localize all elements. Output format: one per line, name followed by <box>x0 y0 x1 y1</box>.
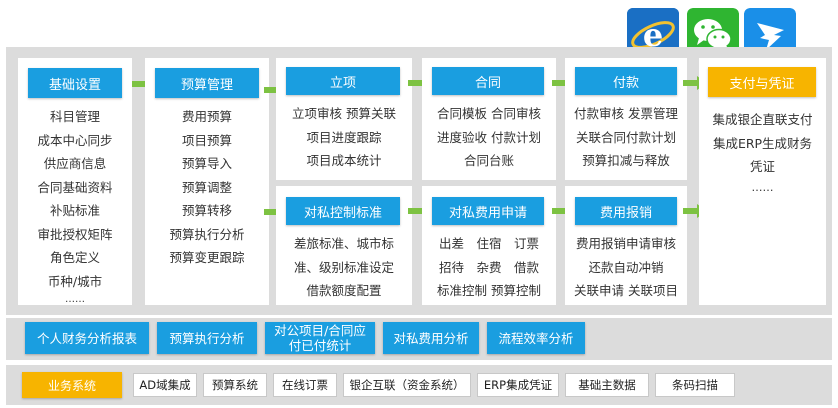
list-item: 补贴标准 <box>49 203 100 218</box>
report-public-project-payable-label: 对公项目/合同应 付已付统计 <box>274 323 366 353</box>
list-item: 合同基础资料 <box>37 179 113 195</box>
list-item: 预算变更跟踪 <box>169 250 245 265</box>
main-panel <box>6 47 832 315</box>
budget-list: 费用预算 项目预算 预算导入 预算调整 预算转移 预算执行分析 预算变更跟踪 <box>145 105 269 270</box>
list-item: 合同模板 合同审核 <box>437 106 541 121</box>
ie-browser-icon: e <box>627 8 679 60</box>
list-item: …… <box>751 180 774 194</box>
list-item: 准、级别标准设定 <box>293 259 394 275</box>
system-item: 银企互联（资金系统） <box>343 373 471 397</box>
report-public-project-payable[interactable]: 对公项目/合同应 付已付统计 <box>265 322 375 354</box>
contract-list: 合同模板 合同审核 进度验收 付款计划 合同台账 <box>422 102 556 173</box>
list-item: 集成银企直联支付 <box>712 112 813 127</box>
budget-header: 预算管理 <box>155 68 259 98</box>
list-item: 关联合同付款计划 <box>575 129 676 145</box>
list-item: 费用报销申请审核 <box>575 236 676 251</box>
reimburse-list: 费用报销申请审核 还款自动冲销 关联申请 关联项目 <box>565 232 687 303</box>
list-item: 预算扣减与释放 <box>582 153 670 168</box>
list-item: 还款自动冲销 <box>588 259 664 275</box>
reimburse-header: 费用报销 <box>575 197 677 225</box>
system-item: ERP集成凭证 <box>477 373 559 397</box>
svg-text:e: e <box>643 16 663 54</box>
list-item: 项目预算 <box>181 132 232 148</box>
list-item: 项目成本统计 <box>306 153 382 168</box>
private-fee-header: 对私费用申请 <box>432 197 544 225</box>
list-item: 进度验收 付款计划 <box>437 129 541 145</box>
system-item: 在线订票 <box>273 373 337 397</box>
list-item: 供应商信息 <box>43 156 107 171</box>
list-item: 角色定义 <box>49 250 100 265</box>
list-item: 立项审核 预算关联 <box>292 106 396 121</box>
base-settings-list: 科目管理 成本中心同步 供应商信息 合同基础资料 补贴标准 审批授权矩阵 角色定… <box>18 105 132 307</box>
list-item: 审批授权矩阵 <box>37 226 113 242</box>
list-item: 项目进度跟踪 <box>306 129 382 145</box>
budget-card <box>145 58 269 305</box>
list-item: 预算转移 <box>181 203 232 218</box>
private-standard-list: 差旅标准、城市标 准、级别标准设定 借款额度配置 <box>276 232 412 303</box>
list-item: 差旅标准、城市标 <box>293 236 394 251</box>
project-header: 立项 <box>286 67 400 95</box>
report-private-fee-analysis[interactable]: 对私费用分析 <box>383 322 479 354</box>
system-item: 基础主数据 <box>565 373 649 397</box>
list-item: 预算导入 <box>181 156 232 171</box>
report-personal-finance[interactable]: 个人财务分析报表 <box>25 322 149 354</box>
list-item: 凭证 <box>749 159 775 174</box>
list-item: 出差 住宿 订票 <box>438 236 539 251</box>
pay-voucher-list: 集成银企直联支付 集成ERP生成财务 凭证 …… <box>699 108 826 197</box>
private-fee-list: 出差 住宿 订票 招待 杂费 借款 标准控制 预算控制 <box>422 232 556 303</box>
base-settings-header: 基础设置 <box>28 68 122 98</box>
list-item: …… <box>65 294 85 305</box>
list-item: 借款额度配置 <box>306 283 382 298</box>
list-item: 集成ERP生成财务 <box>712 135 813 151</box>
base-settings-card <box>18 58 132 305</box>
list-item: 成本中心同步 <box>37 132 113 148</box>
report-budget-execution[interactable]: 预算执行分析 <box>157 322 257 354</box>
private-standard-header: 对私控制标准 <box>286 197 400 225</box>
contract-header: 合同 <box>432 67 544 95</box>
payment-list: 付款审核 发票管理 关联合同付款计划 预算扣减与释放 <box>565 102 687 173</box>
list-item: 科目管理 <box>49 109 100 124</box>
payment-header: 付款 <box>575 67 677 95</box>
system-item: 预算系统 <box>203 373 267 397</box>
list-item: 预算调整 <box>181 179 232 195</box>
list-item: 币种/城市 <box>47 273 103 289</box>
list-item: 预算执行分析 <box>169 226 245 242</box>
list-item: 付款审核 发票管理 <box>574 106 678 121</box>
list-item: 招待 杂费 借款 <box>438 259 539 275</box>
pay-voucher-card <box>699 58 826 305</box>
system-item: 条码扫描 <box>655 373 735 397</box>
systems-label: 业务系统 <box>22 372 122 398</box>
list-item: 费用预算 <box>181 109 232 124</box>
project-list: 立项审核 预算关联 项目进度跟踪 项目成本统计 <box>276 102 412 173</box>
list-item: 合同台账 <box>463 153 514 168</box>
pay-voucher-header: 支付与凭证 <box>708 67 816 97</box>
list-item: 关联申请 关联项目 <box>574 283 678 298</box>
list-item: 标准控制 预算控制 <box>437 283 541 298</box>
report-process-efficiency[interactable]: 流程效率分析 <box>487 322 585 354</box>
system-item: AD域集成 <box>133 373 197 397</box>
